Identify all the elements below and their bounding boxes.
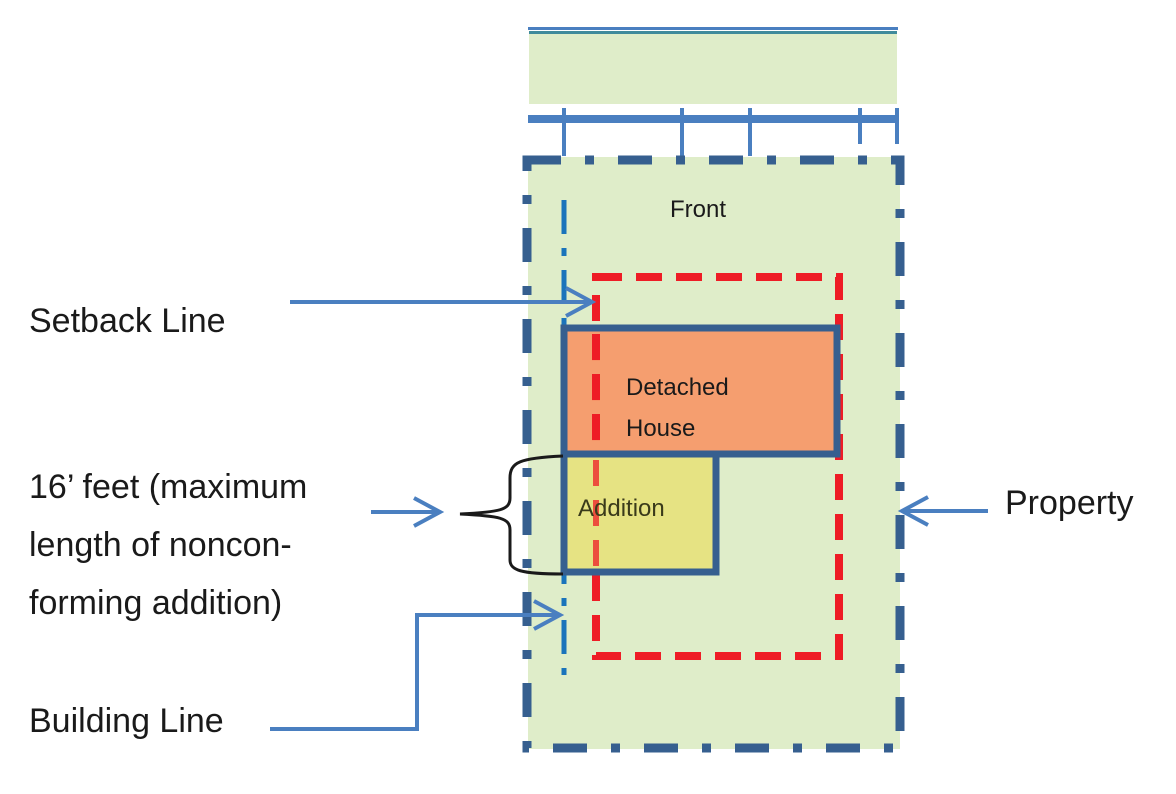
length-arrow <box>371 496 445 528</box>
building-line-arrow <box>270 599 565 731</box>
brace-icon <box>459 454 564 576</box>
street-top-edge-2 <box>529 31 897 34</box>
addition-label: Addition <box>578 495 665 522</box>
house-label-line1: Detached <box>626 374 729 401</box>
property-arrow <box>897 495 988 527</box>
addition <box>560 450 720 576</box>
street-bar-ticks <box>562 108 899 156</box>
street-bar <box>528 115 898 123</box>
property-label: Property <box>1005 484 1134 522</box>
building-line-label: Building Line <box>29 702 224 740</box>
length-label-line3: forming addition) <box>29 584 282 622</box>
street-area <box>529 32 897 104</box>
setback-line-label: Setback Line <box>29 302 226 340</box>
street-top-edge <box>528 27 898 30</box>
property-line <box>522 155 905 753</box>
length-label-line2: length of noncon- <box>29 526 292 564</box>
front-label: Front <box>670 196 726 223</box>
house-label-line2: House <box>626 415 695 442</box>
length-label-line1: 16’ feet (maximum <box>29 468 307 506</box>
setback-arrow <box>290 286 597 318</box>
